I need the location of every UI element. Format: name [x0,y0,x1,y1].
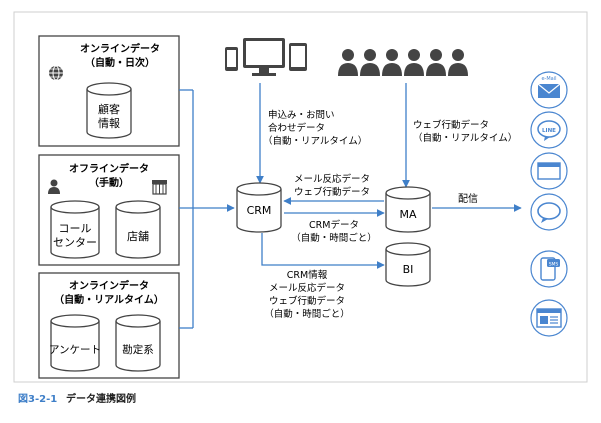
svg-text:e-Mail: e-Mail [541,76,556,82]
db-label: コール [59,222,92,235]
database-store: 店舗 [115,200,161,259]
label-crm-to-ma: CRMデータ [309,219,359,231]
arrow-crm-to-bi [261,233,385,269]
sms-channel-icon: SMS [530,250,568,288]
caption-number: 図3-2-1 [18,393,57,405]
panel-online-realtime: オンラインデータ （自動・リアルタイム） アンケート 勘定系 [38,272,180,379]
database-survey: アンケート [49,314,101,372]
line-channel-icon: LINE [530,111,568,149]
label-crm-to-ma-2: （自動・時間ごと） [291,232,377,244]
label-ma-to-crm: メール反応データ [294,173,370,185]
tablet-icon [289,43,307,71]
crm-node: CRM [236,182,282,233]
panel-offline-manual: オフラインデータ （手動） コール センター 店舗 [38,154,180,266]
label-deliver: 配信 [458,193,478,205]
outer-border [13,11,588,383]
panel-subtitle: （自動・日次） [85,56,155,69]
bi-node: BI [385,242,431,287]
bi-label: BI [403,263,414,276]
smartphone-icon [225,47,238,71]
db-label: センター [53,236,97,249]
label-apply-data: 申込み・お問い [268,109,335,121]
caption-title: データ連携図例 [66,392,136,405]
label-web-data: ウェブ行動データ [413,119,489,131]
globe-icon [49,65,63,81]
label-crm-to-bi-3: ウェブ行動データ [269,295,345,307]
panel-connectors [179,89,235,329]
panel-title: オフラインデータ [69,162,149,175]
panel-title: オンラインデータ [80,42,160,55]
figure-caption: 図3-2-1 データ連携図例 [18,392,136,405]
label-apply-data-2: 合わせデータ [268,122,325,134]
browser-channel-icon [530,152,568,190]
panel-subtitle: （手動） [89,176,129,189]
label-crm-to-bi: CRM情報 [287,269,328,281]
panel-subtitle: （自動・リアルタイム） [54,293,164,306]
database-callcenter: コール センター [50,200,100,259]
db-label: アンケート [49,344,101,356]
label-crm-to-bi-4: （自動・時間ごと） [264,308,350,320]
label-ma-to-crm-2: ウェブ行動データ [294,186,370,198]
panel-online-daily: オンラインデータ （自動・日次） 顧客 情報 [38,35,180,147]
web-channel-icon [530,299,568,337]
svg-text:SMS: SMS [549,262,559,268]
crm-label: CRM [247,204,272,217]
chat-channel-icon [530,193,568,231]
db-label: 勘定系 [122,343,154,356]
label-apply-data-3: （自動・リアルタイム） [263,135,367,147]
svg-text:LINE: LINE [542,128,556,134]
ma-node: MA [385,186,431,233]
store-icon [152,180,167,195]
people-icon [338,49,468,76]
panel-title: オンラインデータ [69,279,149,292]
db-label: 情報 [98,117,120,130]
email-channel-icon: e-Mail [530,71,568,109]
db-label: 顧客 [98,102,120,116]
label-crm-to-bi-2: メール反応データ [269,282,345,294]
label-web-data-2: （自動・リアルタイム） [413,132,517,144]
monitor-icon [243,38,285,76]
devices-icon [225,38,307,76]
database-accounting: 勘定系 [115,314,161,372]
person-icon [48,179,60,194]
database-customer: 顧客 情報 [86,82,132,139]
db-label: 店舗 [127,229,149,243]
ma-label: MA [399,208,416,221]
